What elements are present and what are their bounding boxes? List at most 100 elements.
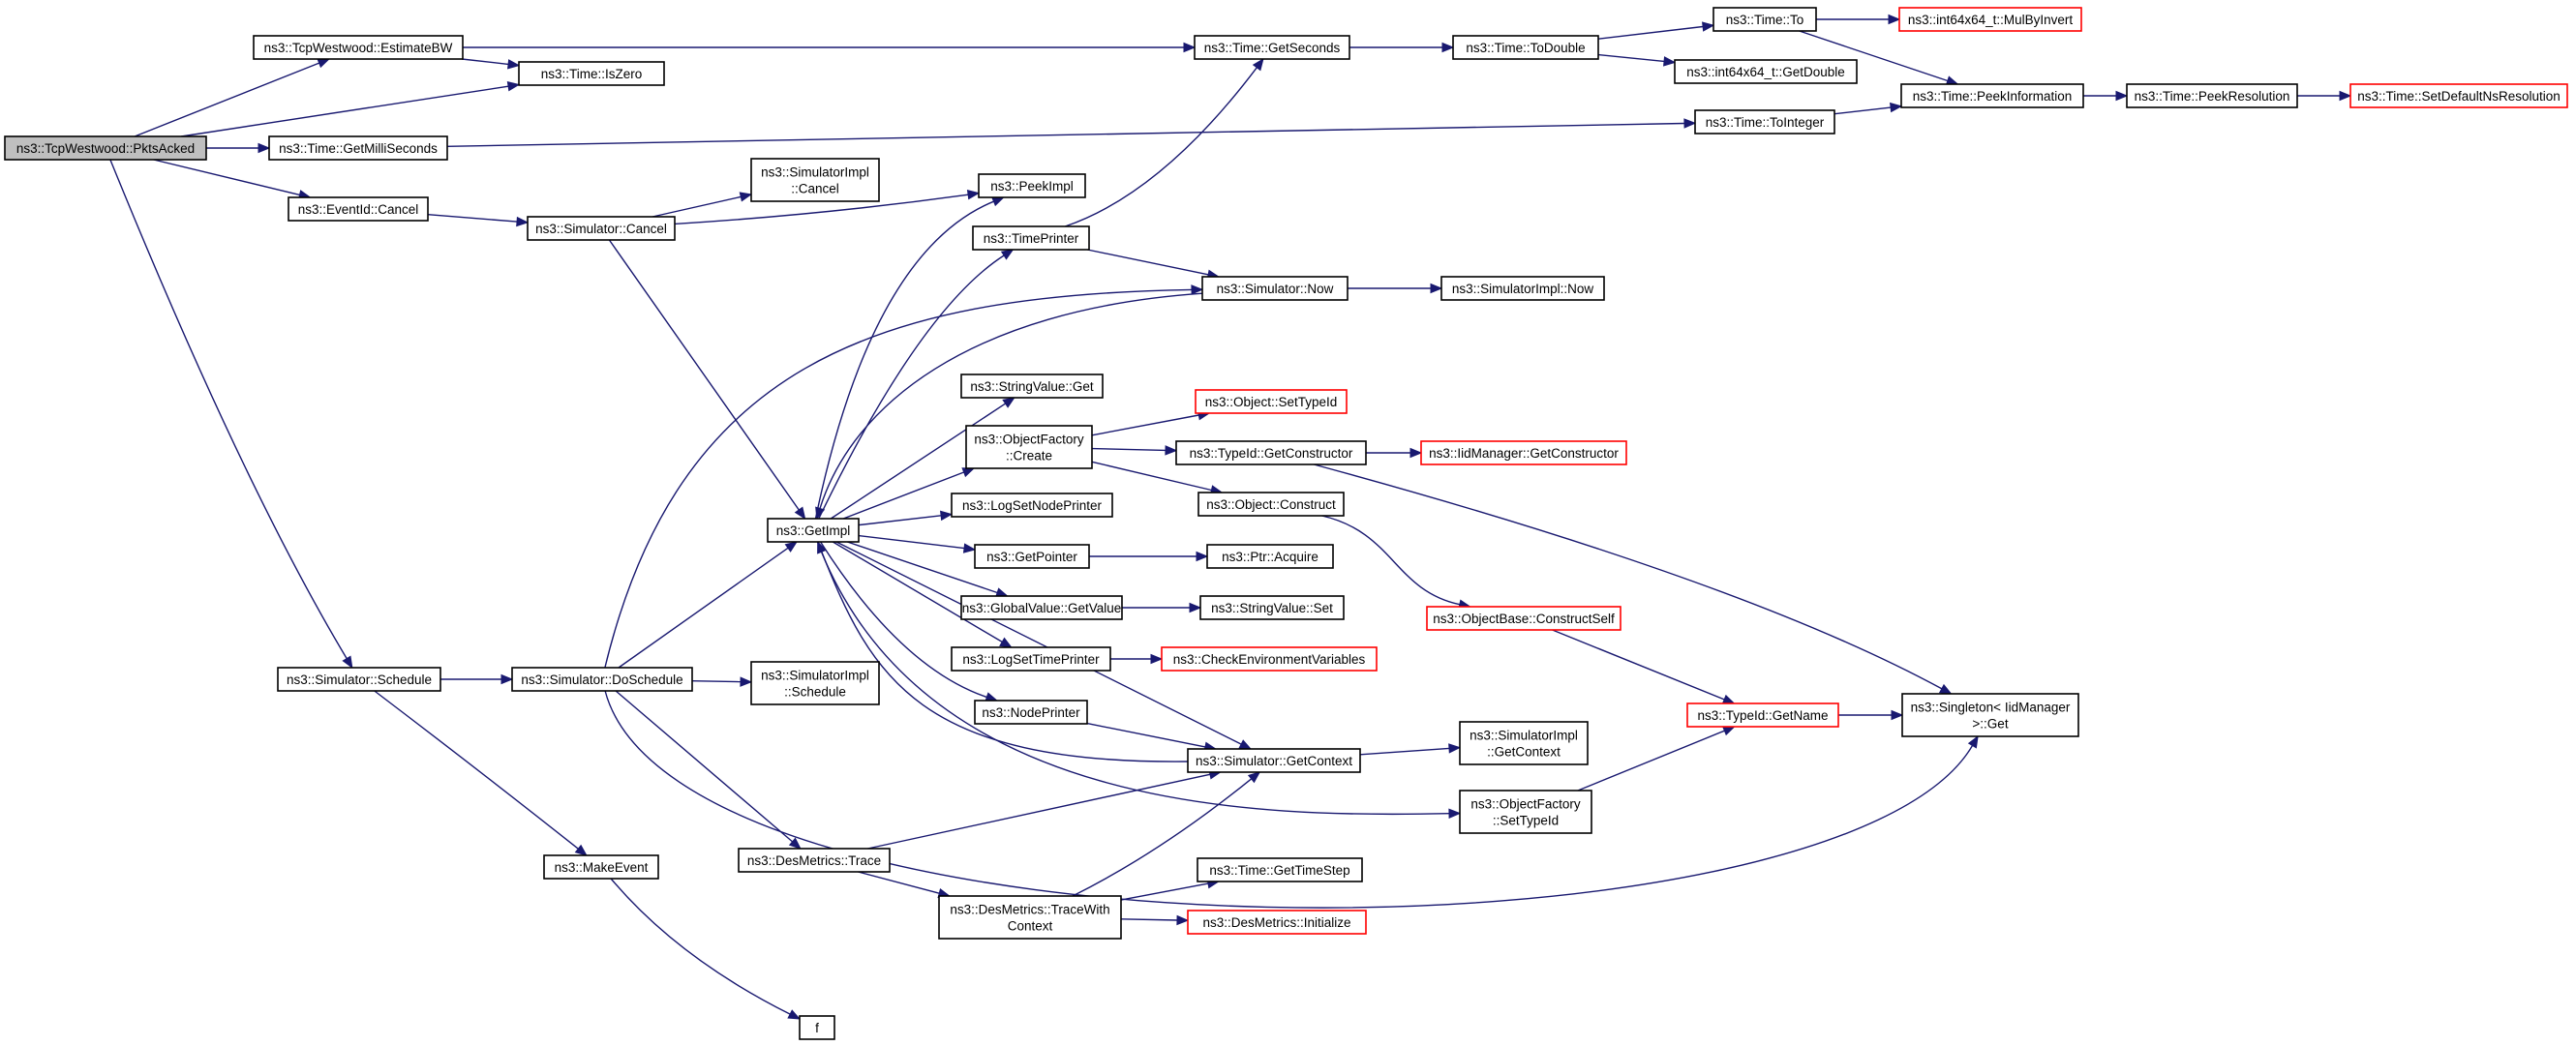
node-sim-doschedule[interactable]: ns3::Simulator::DoSchedule bbox=[511, 667, 693, 692]
node-box[interactable] bbox=[1187, 910, 1367, 935]
node-nodeprinter[interactable]: ns3::NodePrinter bbox=[974, 700, 1088, 725]
node-simimpl-cancel[interactable]: ns3::SimulatorImpl::Cancel bbox=[750, 158, 880, 202]
node-box[interactable] bbox=[960, 374, 1104, 399]
node-box[interactable] bbox=[543, 854, 659, 880]
node-sim-cancel[interactable]: ns3::Simulator::Cancel bbox=[527, 216, 676, 241]
node-box[interactable] bbox=[1452, 35, 1599, 60]
node-getmilliseconds[interactable]: ns3::Time::GetMilliSeconds bbox=[268, 135, 448, 161]
node-box[interactable] bbox=[1674, 59, 1858, 84]
node-object-construct[interactable]: ns3::Object::Construct bbox=[1197, 492, 1345, 517]
node-checkenvvars[interactable]: ns3::CheckEnvironmentVariables bbox=[1161, 646, 1378, 672]
node-simimpl-now[interactable]: ns3::SimulatorImpl::Now bbox=[1440, 276, 1605, 301]
node-box[interactable] bbox=[1197, 857, 1363, 882]
node-box[interactable] bbox=[1206, 544, 1334, 569]
node-box[interactable] bbox=[518, 61, 665, 86]
node-box[interactable] bbox=[1420, 440, 1627, 465]
node-box[interactable] bbox=[2126, 83, 2298, 108]
node-tointeger[interactable]: ns3::Time::ToInteger bbox=[1694, 109, 1835, 134]
node-estimatebw[interactable]: ns3::TcpWestwood::EstimateBW bbox=[253, 35, 464, 60]
node-desmetrics-initialize[interactable]: ns3::DesMetrics::Initialize bbox=[1187, 910, 1367, 935]
node-objfactory-create[interactable]: ns3::ObjectFactory::Create bbox=[965, 425, 1093, 469]
node-box[interactable] bbox=[1187, 748, 1361, 773]
node-box[interactable] bbox=[974, 544, 1090, 569]
node-box[interactable] bbox=[1694, 109, 1835, 134]
node-ptr-acquire[interactable]: ns3::Ptr::Acquire bbox=[1206, 544, 1334, 569]
node-iszero[interactable]: ns3::Time::IsZero bbox=[518, 61, 665, 86]
node-box[interactable] bbox=[1175, 440, 1367, 465]
node-box[interactable] bbox=[1197, 492, 1345, 517]
node-timeprinter[interactable]: ns3::TimePrinter bbox=[972, 225, 1090, 251]
node-logsettimeprinter[interactable]: ns3::LogSetTimePrinter bbox=[951, 646, 1111, 672]
node-mulbyinvert[interactable]: ns3::int64x64_t::MulByInvert bbox=[1898, 7, 2082, 32]
node-typeid-getname[interactable]: ns3::TypeId::GetName bbox=[1686, 702, 1839, 728]
node-box[interactable] bbox=[1201, 276, 1349, 301]
node-getseconds[interactable]: ns3::Time::GetSeconds bbox=[1194, 35, 1350, 60]
node-box[interactable] bbox=[951, 493, 1113, 518]
node-singleton-get[interactable]: ns3::Singleton< IidManager >::Get bbox=[1901, 693, 2079, 737]
node-getpointer[interactable]: ns3::GetPointer bbox=[974, 544, 1090, 569]
node-box[interactable] bbox=[1194, 35, 1350, 60]
node-typeid-getconstructor[interactable]: ns3::TypeId::GetConstructor bbox=[1175, 440, 1367, 465]
node-todouble[interactable]: ns3::Time::ToDouble bbox=[1452, 35, 1599, 60]
node-box[interactable] bbox=[1459, 721, 1589, 765]
node-box[interactable] bbox=[268, 135, 448, 161]
node-box[interactable] bbox=[1459, 790, 1592, 834]
node-desmetrics-trace[interactable]: ns3::DesMetrics::Trace bbox=[738, 848, 891, 873]
node-box[interactable] bbox=[1898, 7, 2082, 32]
node-box[interactable] bbox=[2349, 83, 2568, 108]
node-box[interactable] bbox=[960, 595, 1123, 620]
node-iidmanager-getconstructor[interactable]: ns3::IidManager::GetConstructor bbox=[1420, 440, 1627, 465]
node-eventid-cancel[interactable]: ns3::EventId::Cancel bbox=[288, 196, 429, 222]
node-box[interactable] bbox=[1161, 646, 1378, 672]
node-peekimpl[interactable]: ns3::PeekImpl bbox=[978, 173, 1086, 198]
node-box[interactable] bbox=[288, 196, 429, 222]
node-simimpl-getcontext[interactable]: ns3::SimulatorImpl::GetContext bbox=[1459, 721, 1589, 765]
node-peekinformation[interactable]: ns3::Time::PeekInformation bbox=[1900, 83, 2084, 108]
node-getimpl[interactable]: ns3::GetImpl bbox=[767, 518, 860, 543]
node-box[interactable] bbox=[951, 646, 1111, 672]
node-box[interactable] bbox=[938, 895, 1122, 940]
node-box[interactable] bbox=[1426, 606, 1621, 631]
node-box[interactable] bbox=[1712, 7, 1817, 32]
node-box[interactable] bbox=[965, 425, 1093, 469]
node-box[interactable] bbox=[253, 35, 464, 60]
node-stringvalue-set[interactable]: ns3::StringValue::Set bbox=[1199, 595, 1345, 620]
node-box[interactable] bbox=[974, 700, 1088, 725]
node-box[interactable] bbox=[972, 225, 1090, 251]
node-f[interactable]: f bbox=[799, 1015, 835, 1040]
node-box[interactable] bbox=[1901, 693, 2079, 737]
node-box[interactable] bbox=[1900, 83, 2084, 108]
node-box[interactable] bbox=[978, 173, 1086, 198]
node-objfactory-settypeid[interactable]: ns3::ObjectFactory::SetTypeId bbox=[1459, 790, 1592, 834]
node-stringvalue-get[interactable]: ns3::StringValue::Get bbox=[960, 374, 1104, 399]
node-box[interactable] bbox=[4, 135, 207, 161]
node-box[interactable] bbox=[1686, 702, 1839, 728]
node-box[interactable] bbox=[738, 848, 891, 873]
node-box[interactable] bbox=[799, 1015, 835, 1040]
node-simimpl-schedule[interactable]: ns3::SimulatorImpl::Schedule bbox=[750, 661, 880, 705]
node-sim-now[interactable]: ns3::Simulator::Now bbox=[1201, 276, 1349, 301]
node-time-gettimestep[interactable]: ns3::Time::GetTimeStep bbox=[1197, 857, 1363, 882]
node-setdefaultnsresolution[interactable]: ns3::Time::SetDefaultNsResolution bbox=[2349, 83, 2568, 108]
node-box[interactable] bbox=[1199, 595, 1345, 620]
node-box[interactable] bbox=[511, 667, 693, 692]
node-box[interactable] bbox=[1195, 389, 1348, 414]
node-box[interactable] bbox=[767, 518, 860, 543]
node-box[interactable] bbox=[750, 158, 880, 202]
node-sim-getcontext[interactable]: ns3::Simulator::GetContext bbox=[1187, 748, 1361, 773]
node-time-to[interactable]: ns3::Time::To bbox=[1712, 7, 1817, 32]
node-peekresolution[interactable]: ns3::Time::PeekResolution bbox=[2126, 83, 2298, 108]
node-objectbase-constructself[interactable]: ns3::ObjectBase::ConstructSelf bbox=[1426, 606, 1621, 631]
node-box[interactable] bbox=[527, 216, 676, 241]
node-box[interactable] bbox=[277, 667, 441, 692]
node-box[interactable] bbox=[1440, 276, 1605, 301]
node-makeevent[interactable]: ns3::MakeEvent bbox=[543, 854, 659, 880]
node-globalvalue-getvalue[interactable]: ns3::GlobalValue::GetValue bbox=[960, 595, 1123, 620]
node-object-settypeid[interactable]: ns3::Object::SetTypeId bbox=[1195, 389, 1348, 414]
node-box[interactable] bbox=[750, 661, 880, 705]
node-sim-schedule[interactable]: ns3::Simulator::Schedule bbox=[277, 667, 441, 692]
node-getdouble[interactable]: ns3::int64x64_t::GetDouble bbox=[1674, 59, 1858, 84]
node-logsetnodeprinter[interactable]: ns3::LogSetNodePrinter bbox=[951, 493, 1113, 518]
node-pktsacked[interactable]: ns3::TcpWestwood::PktsAcked bbox=[4, 135, 207, 161]
